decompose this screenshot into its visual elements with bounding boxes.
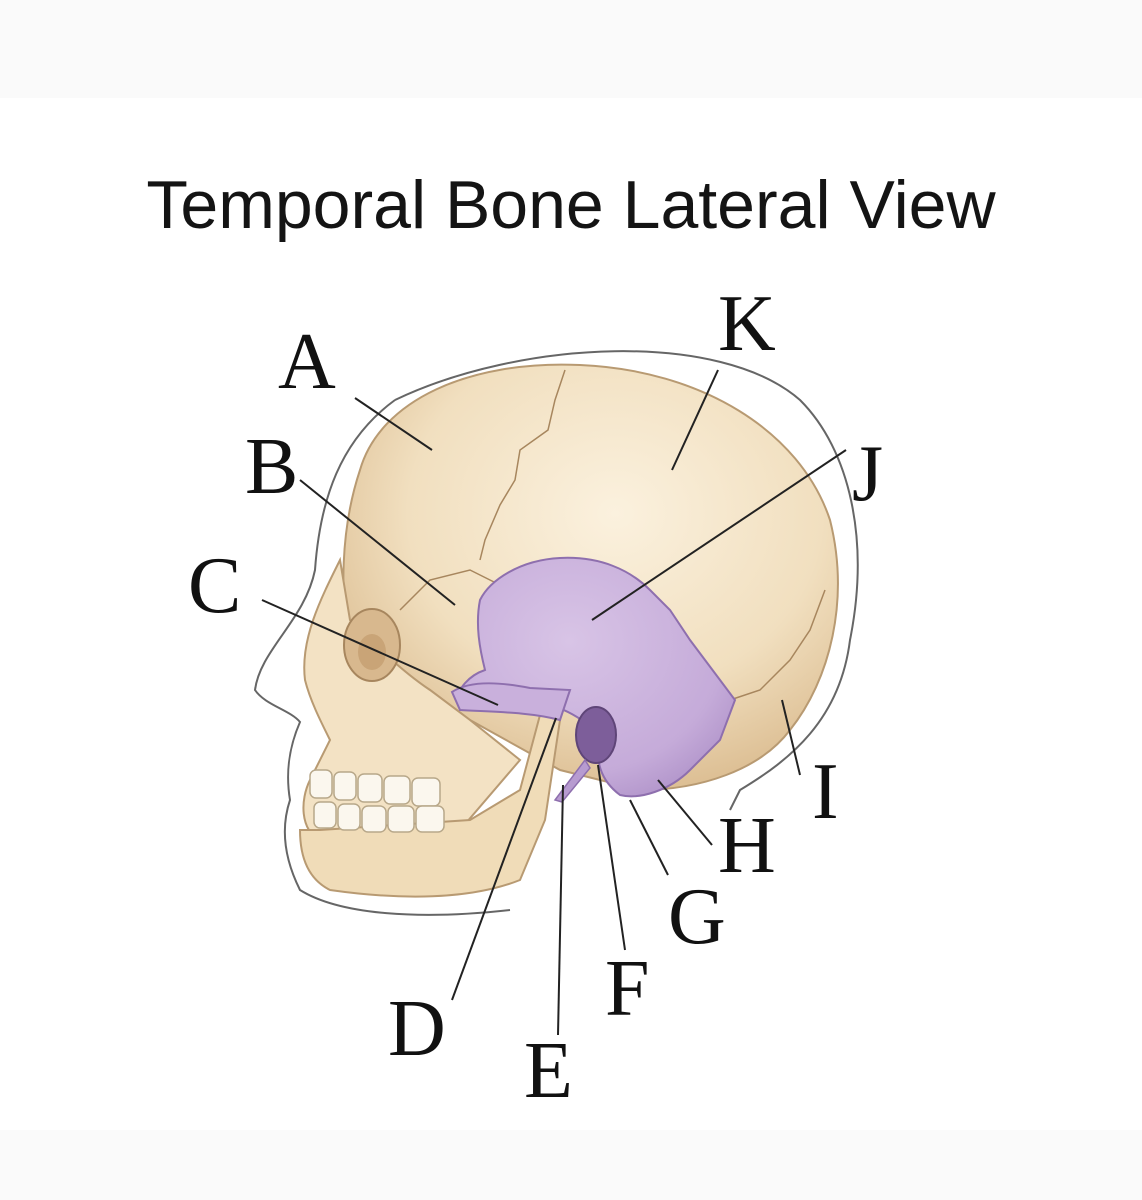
temporal-bone <box>458 556 737 798</box>
label-k: K <box>718 280 776 368</box>
head-outline <box>253 350 859 916</box>
label-f: F <box>605 945 650 1033</box>
leader-lines <box>261 369 847 1036</box>
label-g: G <box>668 873 726 961</box>
diagram-title: Temporal Bone Lateral View <box>146 167 996 243</box>
label-i: I <box>812 748 839 836</box>
label-a: A <box>278 318 336 406</box>
teeth <box>309 769 445 833</box>
zygomatic-process <box>450 682 572 722</box>
label-b: B <box>245 423 298 511</box>
sutures <box>399 369 826 701</box>
mandible <box>298 713 562 898</box>
bottom-band <box>0 1130 1142 1200</box>
label-d: D <box>388 985 446 1073</box>
label-j: J <box>852 430 883 518</box>
orbit-inner <box>358 634 386 670</box>
label-h: H <box>718 802 776 890</box>
top-band <box>0 0 1142 98</box>
label-e: E <box>524 1027 573 1115</box>
label-c: C <box>188 542 241 630</box>
external-acoustic-meatus <box>575 706 617 764</box>
